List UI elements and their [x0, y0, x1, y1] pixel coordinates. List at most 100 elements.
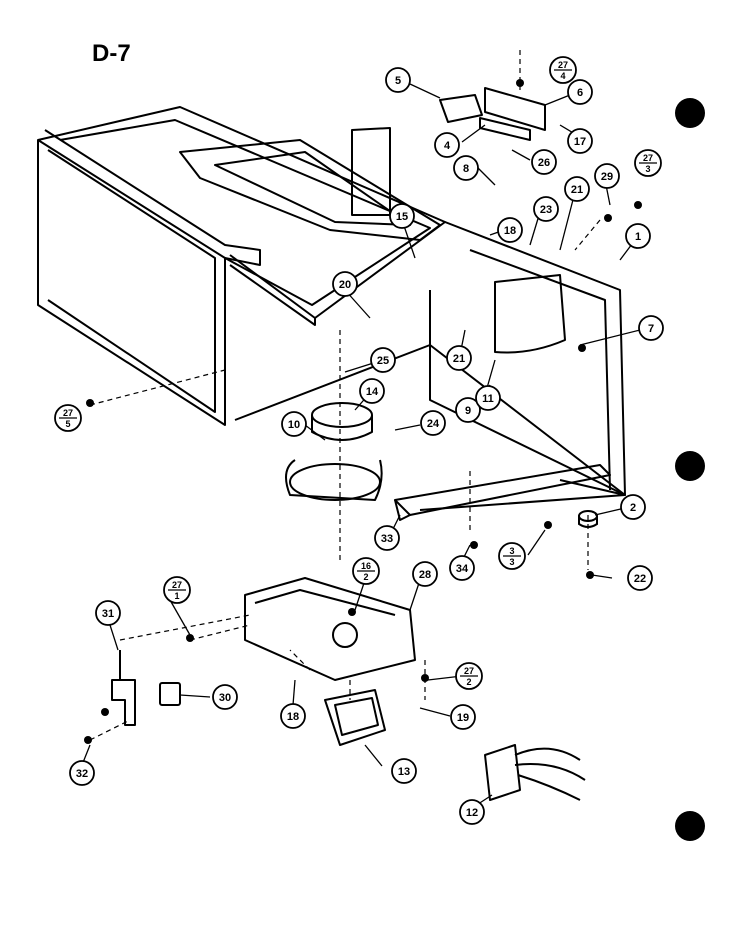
fraction-callout-27-1: 271: [163, 576, 191, 604]
callout-18: 18: [280, 703, 306, 729]
callout-circle: [385, 67, 411, 93]
cavity-front-inner: [47, 149, 216, 413]
fraction-bottom: 3: [645, 164, 650, 174]
callout-label: 31: [102, 608, 114, 620]
callout-11: 11: [475, 385, 501, 411]
callout-label: 21: [453, 353, 465, 365]
callout-label: 11: [482, 393, 494, 405]
callout-13: 13: [391, 758, 417, 784]
callout-6: 6: [567, 79, 593, 105]
fraction-top: 27: [63, 408, 73, 418]
screw: [634, 201, 642, 209]
callout-25: 25: [370, 347, 396, 373]
outer-side-panel-inner: [469, 249, 611, 491]
callout-5: 5: [385, 67, 411, 93]
cavity-top-panel: [59, 119, 431, 306]
callout-23: 23: [533, 196, 559, 222]
callout-30: 30: [212, 684, 238, 710]
callout-label: 17: [574, 136, 586, 148]
callout-18: 18: [497, 217, 523, 243]
cavity-front-frame: [37, 139, 226, 426]
callout-8: 8: [453, 155, 479, 181]
leader-line: [289, 649, 311, 671]
screw: [348, 608, 356, 616]
motor-body-detail: [334, 697, 379, 736]
callout-33: 33: [374, 525, 400, 551]
callout-10: 10: [281, 411, 307, 437]
screw: [86, 399, 94, 407]
wire-harness: [484, 744, 521, 801]
motor-bracket: [244, 577, 416, 681]
leader-line: [559, 191, 576, 251]
callout-label: 32: [76, 768, 88, 780]
callout-15: 15: [389, 203, 415, 229]
leader-line: [354, 579, 366, 611]
harness-wires: [514, 747, 586, 801]
fraction-bottom: 4: [560, 71, 565, 81]
fraction-bottom: 5: [65, 419, 70, 429]
callout-34: 34: [449, 555, 475, 581]
callout-2: 2: [620, 494, 646, 520]
fraction-top: 27: [558, 60, 568, 70]
callout-label: 6: [577, 87, 583, 99]
blower-fan: [311, 402, 373, 428]
callout-22: 22: [627, 565, 653, 591]
leader-line: [169, 599, 191, 636]
callout-circle: [434, 132, 460, 158]
callout-31: 31: [95, 600, 121, 626]
cavity-top-edge: [37, 106, 446, 319]
screw: [421, 674, 429, 682]
callout-circle: [625, 223, 651, 249]
callout-circle: [455, 397, 481, 423]
callout-circle: [281, 411, 307, 437]
registration-dot: [675, 98, 705, 128]
callout-21: 21: [446, 345, 472, 371]
callout-label: 21: [571, 184, 583, 196]
fraction-top: 3: [509, 546, 514, 556]
callout-label: 15: [396, 211, 408, 223]
leader-line: [591, 574, 613, 579]
callout-4: 4: [434, 132, 460, 158]
thermal-cutout: [479, 117, 531, 141]
leader-line: [292, 679, 296, 706]
interlock-switch: [159, 682, 181, 706]
fraction-bottom: 3: [509, 557, 514, 567]
screw: [604, 214, 612, 222]
callout-circle: [497, 217, 523, 243]
callout-label: 30: [219, 692, 231, 704]
leader-line: [304, 424, 326, 441]
screw: [84, 736, 92, 744]
screw: [586, 571, 594, 579]
callout-circle: [69, 760, 95, 786]
callout-label: 28: [419, 569, 431, 581]
callout-circle: [627, 565, 653, 591]
callout-circle: [475, 385, 501, 411]
cavity-floor: [234, 344, 626, 511]
callout-1: 1: [625, 223, 651, 249]
fraction-bottom: 1: [174, 591, 179, 601]
callout-17: 17: [567, 128, 593, 154]
screw: [470, 541, 478, 549]
callout-label: 26: [538, 157, 550, 169]
callout-label: 13: [398, 766, 410, 778]
callout-circle: [359, 378, 385, 404]
callout-circle: [374, 525, 400, 551]
callout-label: 4: [444, 140, 451, 152]
callout-label: 7: [648, 323, 654, 335]
fan-duct: [285, 459, 383, 501]
leader-line: [527, 529, 546, 556]
callout-circle: [420, 410, 446, 436]
leader-line: [477, 167, 496, 186]
fraction-bottom: 2: [466, 677, 471, 687]
leader-line: [461, 124, 486, 143]
waveguide-duct: [179, 139, 441, 241]
callout-label: 24: [427, 418, 440, 430]
motor-bracket-inner: [254, 589, 396, 616]
callout-circle: [412, 561, 438, 587]
callout-label: 25: [377, 355, 389, 367]
callout-19: 19: [450, 704, 476, 730]
spacer-body: [578, 516, 598, 528]
callout-14: 14: [359, 378, 385, 404]
registration-dot: [675, 811, 705, 841]
